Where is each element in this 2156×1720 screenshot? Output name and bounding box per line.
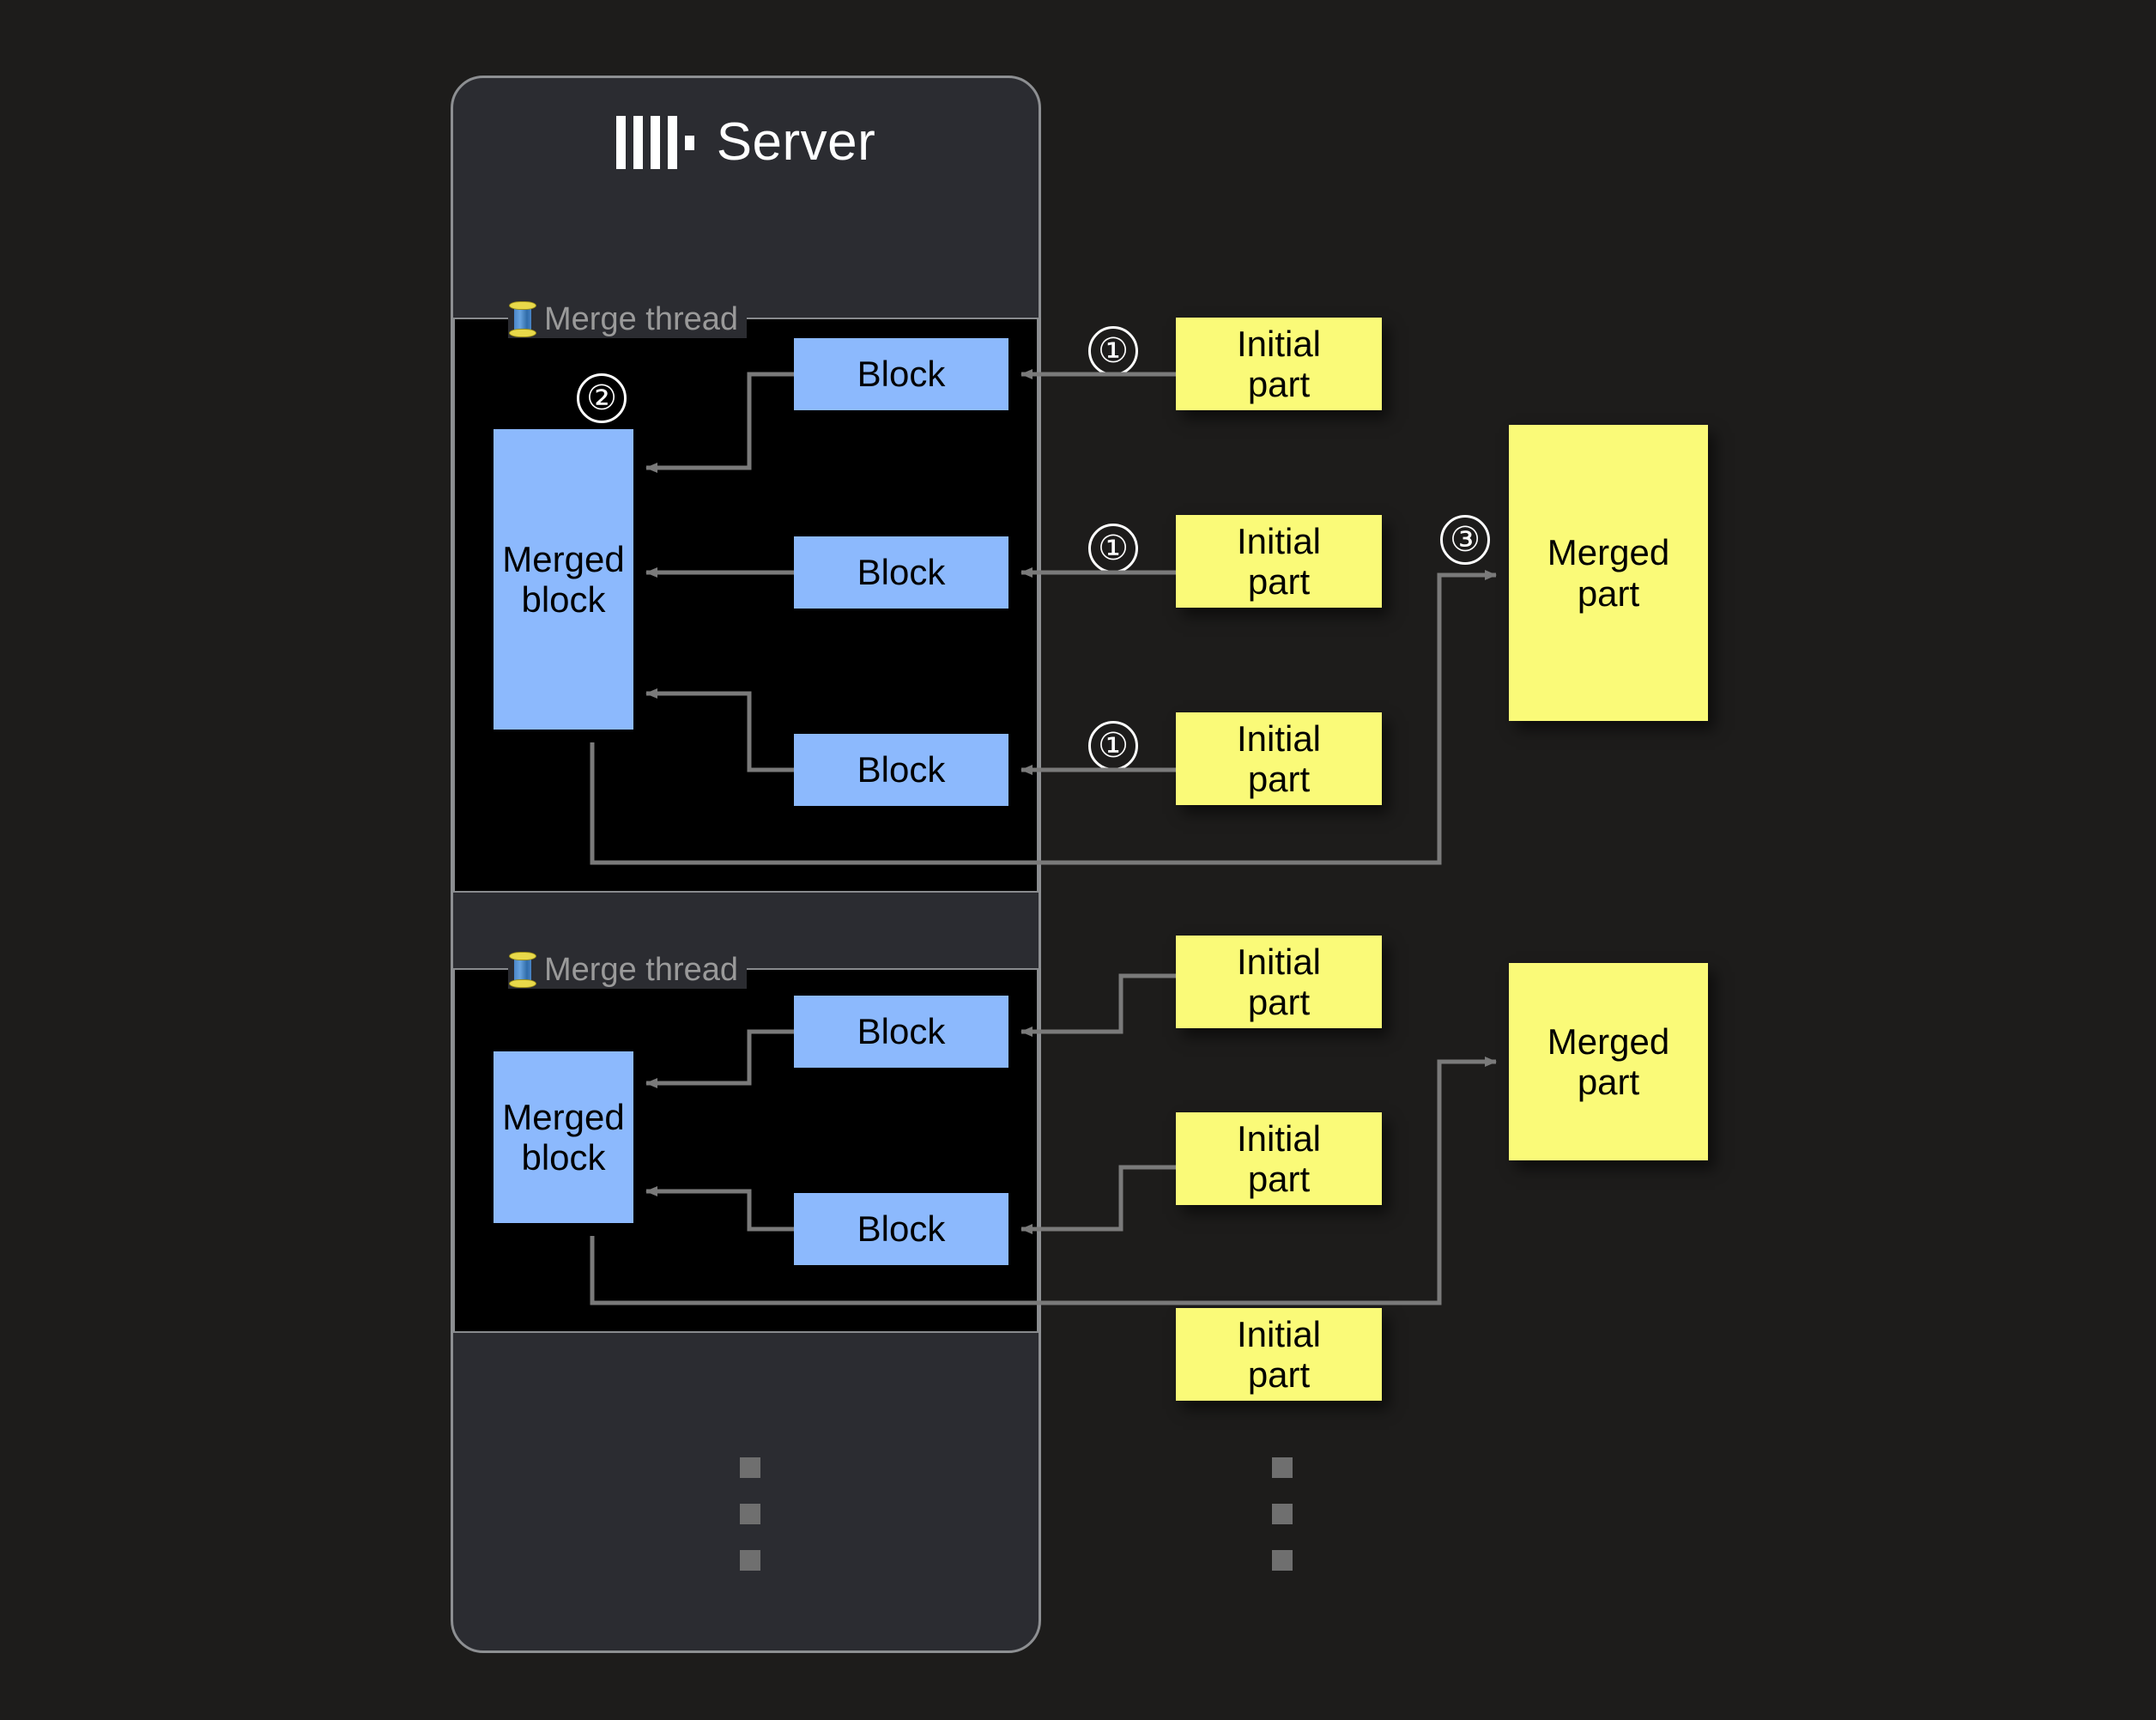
step-marker-2: ② <box>577 373 627 423</box>
merged-part-2: Merged part <box>1509 963 1708 1160</box>
step-marker-3: ③ <box>1440 515 1490 565</box>
merge-thread-label-text: Merge thread <box>544 952 739 988</box>
wire-initial4-block21 <box>1020 973 1176 1037</box>
server-title: Server <box>451 112 1041 173</box>
initial-part-4: Initial part <box>1176 936 1382 1028</box>
step-marker-1-b: ① <box>1088 524 1138 573</box>
merge-thread-label-1: Merge thread <box>508 300 748 338</box>
thread-spool-icon <box>508 300 537 338</box>
parts-column-ellipsis <box>1272 1457 1293 1571</box>
merged-part-1: Merged part <box>1509 425 1708 721</box>
step-marker-1-c: ① <box>1088 721 1138 771</box>
block-1-3: Block <box>794 734 1008 806</box>
server-column-ellipsis <box>740 1457 760 1571</box>
initial-part-3: Initial part <box>1176 712 1382 805</box>
merge-thread-label-2: Merge thread <box>508 951 748 989</box>
merged-block-2: Merged block <box>494 1051 633 1223</box>
initial-part-1: Initial part <box>1176 318 1382 410</box>
block-2-2: Block <box>794 1193 1008 1265</box>
block-1-2: Block <box>794 536 1008 609</box>
initial-part-6: Initial part <box>1176 1308 1382 1401</box>
server-title-label: Server <box>716 112 876 172</box>
wire-initial5-block22 <box>1020 1165 1176 1234</box>
initial-part-5: Initial part <box>1176 1112 1382 1205</box>
block-2-1: Block <box>794 996 1008 1068</box>
merge-thread-label-text: Merge thread <box>544 301 739 337</box>
step-marker-1-a: ① <box>1088 326 1138 376</box>
clickhouse-logo-icon <box>615 115 694 169</box>
block-1-1: Block <box>794 338 1008 410</box>
initial-part-2: Initial part <box>1176 515 1382 608</box>
merged-block-1: Merged block <box>494 429 633 730</box>
thread-spool-icon <box>508 951 537 989</box>
